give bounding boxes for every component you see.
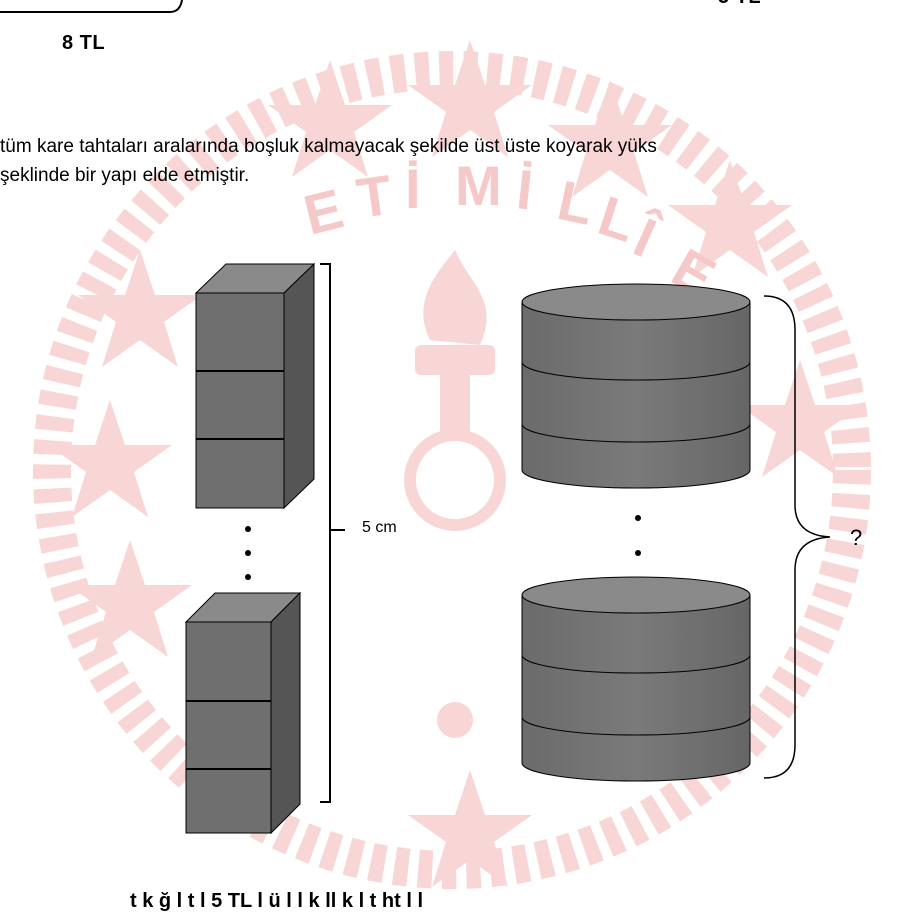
- star-icon: [68, 540, 192, 657]
- square-tower-upper: [194, 262, 316, 510]
- paragraph-line-2: şeklinde bir yapı elde etmiştir.: [0, 165, 250, 186]
- right-price-label: 5 TL: [718, 0, 761, 9]
- svg-text:M: M: [455, 154, 502, 217]
- square-tower-lower: [184, 591, 302, 835]
- star-icon: [668, 160, 792, 277]
- cylinder-disc: [521, 301, 751, 489]
- square-block: [185, 621, 272, 702]
- cylinder-tower-upper: [521, 283, 751, 489]
- ellipsis-dot: [245, 526, 251, 532]
- svg-text:İ: İ: [405, 157, 421, 220]
- cylinder-tower-height-label: ?: [850, 525, 863, 550]
- cylinder-tower-lower: [521, 576, 751, 782]
- block-side-face: [270, 591, 301, 835]
- square-block: [185, 700, 272, 770]
- cropped-box-edge: [0, 0, 183, 13]
- ellipsis-dot: [245, 550, 251, 556]
- square-block: [195, 370, 285, 440]
- height-bracket-square: [320, 263, 345, 803]
- star-icon: [408, 40, 532, 157]
- cylinder-top-face: [521, 283, 751, 321]
- star-icon: [738, 360, 862, 477]
- square-block: [195, 292, 285, 372]
- ellipsis-dot: [245, 574, 251, 580]
- cylinder-top-face: [521, 576, 751, 614]
- height-brace-cylinder: [763, 295, 831, 779]
- left-price-label: 8 TL: [62, 32, 106, 54]
- ellipsis-dot: [635, 515, 641, 521]
- square-tower-height-label: 5 cm: [362, 519, 397, 536]
- paragraph-line-1: tüm kare tahtaları aralarında boşluk kal…: [0, 136, 657, 157]
- square-block: [195, 438, 285, 509]
- star-icon: [408, 770, 532, 887]
- star-icon: [548, 80, 672, 197]
- star-icon: [268, 60, 392, 177]
- ellipsis-dot: [635, 550, 641, 556]
- block-side-face: [283, 262, 315, 510]
- torch-icon: [423, 250, 487, 345]
- star-icon: [78, 250, 202, 367]
- cylinder-disc: [521, 594, 751, 782]
- square-block: [185, 768, 272, 834]
- star-icon: [48, 400, 172, 517]
- svg-text:İ: İ: [514, 157, 536, 221]
